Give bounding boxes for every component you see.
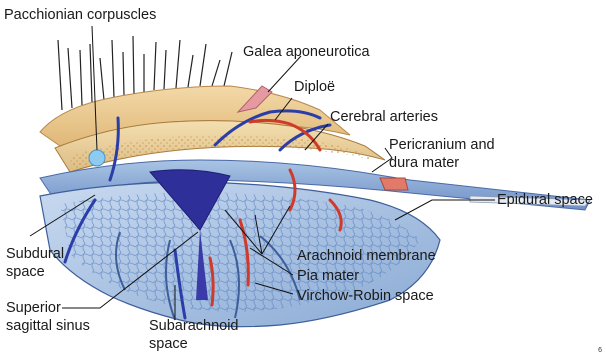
pacchionian-granulation bbox=[89, 150, 105, 166]
label-pia-mater: Pia mater bbox=[297, 268, 359, 285]
label-cerebral-arteries: Cerebral arteries bbox=[330, 109, 438, 126]
pericranium-strip bbox=[380, 178, 408, 190]
label-diploe: Diploë bbox=[294, 79, 335, 96]
label-subdural-line2: space bbox=[6, 264, 45, 281]
label-pericranium-line2: dura mater bbox=[389, 155, 459, 172]
label-subarachnoid-line1: Subarachnoid bbox=[149, 318, 239, 335]
figure-corner-mark: 6 bbox=[598, 347, 602, 354]
label-subdural-line1: Subdural bbox=[6, 246, 64, 263]
label-virchow-robin-space: Virchow-Robin space bbox=[297, 288, 434, 305]
label-epidural-space: Epidural space bbox=[497, 192, 593, 209]
label-arachnoid-membrane: Arachnoid membrane bbox=[297, 248, 436, 265]
label-galea-aponeurotica: Galea aponeurotica bbox=[243, 44, 370, 61]
label-pacchionian-corpuscles: Pacchionian corpuscles bbox=[4, 7, 156, 24]
label-superior-sinus-line2: sagittal sinus bbox=[6, 318, 90, 335]
label-superior-sinus-line1: Superior bbox=[6, 300, 61, 317]
label-pericranium-line1: Pericranium and bbox=[389, 137, 495, 154]
label-subarachnoid-line2: space bbox=[149, 336, 188, 353]
